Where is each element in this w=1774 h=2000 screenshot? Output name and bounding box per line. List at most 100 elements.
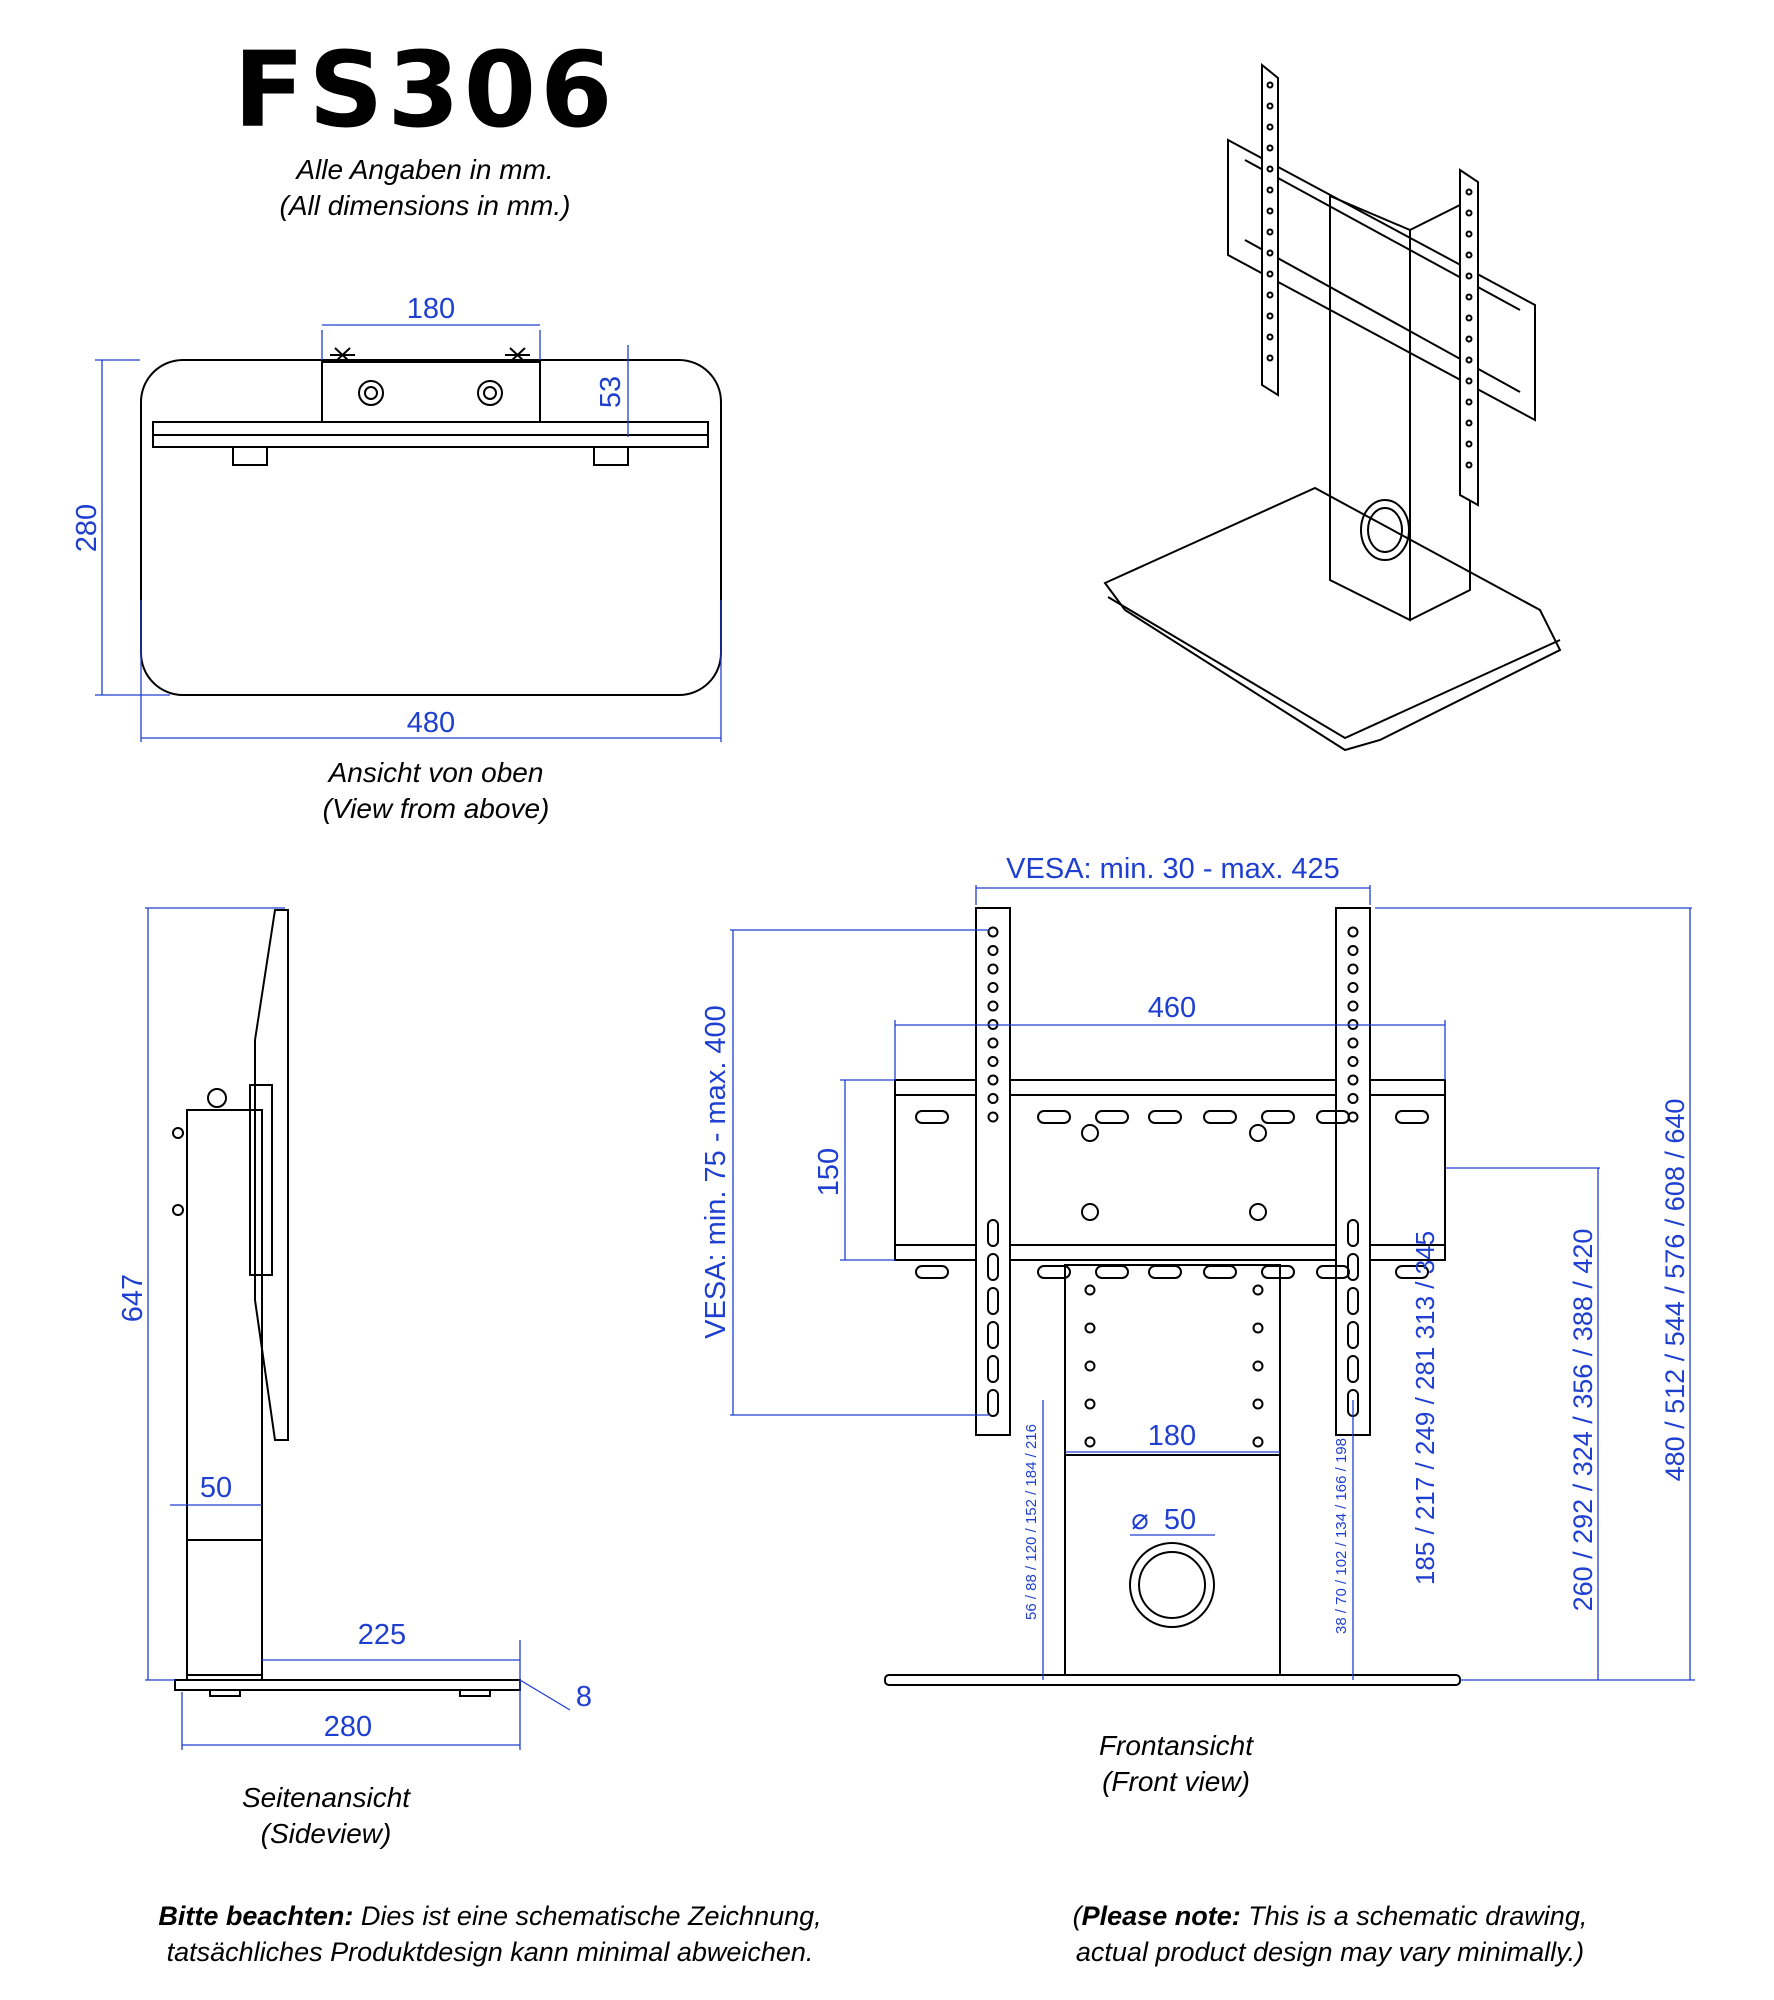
rail-hole [1347, 945, 1359, 956]
note-english-paren: ( [1072, 1901, 1082, 1931]
note-english-line2: actual product design may vary minimally… [1075, 1937, 1585, 1967]
rail-hole [987, 1111, 999, 1123]
dim-leader-8 [519, 1679, 571, 1711]
caption-front-view: Frontansicht (Front view) [976, 1728, 1376, 1800]
iso-cable-hole [1360, 499, 1410, 561]
bolt-right-inner [483, 386, 497, 400]
note-german-label: Bitte beachten: [158, 1901, 354, 1931]
iso-rail-hole [1266, 333, 1274, 341]
iso-rail-hole [1465, 461, 1473, 469]
bracket-slot [1095, 1110, 1129, 1124]
iso-rail-hole [1465, 377, 1473, 385]
side-knob [207, 1088, 227, 1108]
isometric-view [1103, 62, 1562, 752]
iso-rail-hole [1266, 81, 1274, 89]
bolt-left-inner [364, 386, 378, 400]
column-hole [1084, 1360, 1096, 1372]
iso-rail-holes [1266, 81, 1473, 469]
dim-front-hole: 50 [1164, 1504, 1196, 1536]
dim-heights-left: 56 / 88 / 120 / 152 / 184 / 216 [1023, 1424, 1040, 1620]
dim-top-280: 280 [71, 504, 103, 552]
dim-top-53: 53 [595, 376, 627, 408]
iso-rail-hole [1266, 249, 1274, 257]
iso-base-edge [1107, 596, 1561, 740]
note-german-text: Dies ist eine schematische Zeichnung, [360, 1901, 822, 1931]
front-bracket [894, 1079, 1446, 1261]
front-column [1064, 1264, 1281, 1676]
rail-slot [987, 1389, 999, 1417]
bracket-slot [1037, 1265, 1071, 1279]
iso-rail-hole [1266, 207, 1274, 215]
units-note-de: Alle Angaben in mm. [296, 154, 554, 185]
rail-slot [987, 1219, 999, 1247]
side-view: 647 50 225 280 8 [117, 907, 592, 1750]
column-hole [1252, 1398, 1264, 1410]
dim-vesa-v: VESA: min. 75 - max. 400 [700, 1005, 732, 1339]
rail-hole [1347, 1037, 1359, 1049]
iso-rail-hole [1266, 270, 1274, 278]
rail-hole [987, 926, 999, 938]
front-cable-ring [1129, 1542, 1215, 1628]
rail-hole [1347, 1074, 1359, 1086]
rail-slot [1347, 1219, 1359, 1247]
rail-slot [1347, 1321, 1359, 1349]
iso-rail-hole [1266, 354, 1274, 362]
rail-hole [1347, 1000, 1359, 1012]
dim-top-480: 480 [407, 707, 455, 739]
iso-base [1103, 486, 1562, 752]
caption-top-view: Ansicht von oben (View from above) [236, 755, 636, 827]
iso-rail-hole [1465, 251, 1473, 259]
units-note: Alle Angaben in mm. (All dimensions in m… [0, 152, 850, 224]
rail-hole [987, 1074, 999, 1086]
front-view: VESA: min. 30 - max. 425 460 150 VESA: m… [700, 853, 1695, 1686]
dim-front-180: 180 [1148, 1420, 1196, 1452]
caption-top-view-de: Ansicht von oben [328, 757, 544, 788]
bracket-slot [1316, 1265, 1350, 1279]
iso-rail-hole [1465, 398, 1473, 406]
rail-hole [987, 1037, 999, 1049]
rail-slot [987, 1253, 999, 1281]
bracket-screw [1081, 1203, 1099, 1221]
rail-hole [987, 982, 999, 993]
dim-side-50: 50 [200, 1472, 232, 1504]
dim-side-8: 8 [576, 1681, 592, 1713]
side-foot-right [459, 1689, 491, 1697]
bracket-slot [1203, 1110, 1237, 1124]
bracket-slot [1395, 1110, 1429, 1124]
dim-heights-mid: 185 / 217 / 249 / 281 313 / 345 [1410, 1231, 1440, 1585]
front-cable-hole [1138, 1551, 1206, 1619]
rail-slot [987, 1355, 999, 1383]
top-view: 180 280 480 53 [71, 293, 722, 742]
front-base [884, 1674, 1461, 1686]
dim-heights-right-small: 38 / 70 / 102 / 134 / 166 / 198 [1333, 1438, 1350, 1634]
caption-side-view-en: (Sideview) [260, 1818, 392, 1849]
iso-rail-hole [1266, 228, 1274, 236]
rail-hole [1347, 1093, 1359, 1104]
dim-top-180: 180 [407, 293, 455, 325]
hook-left [232, 447, 268, 466]
iso-rail-hole [1465, 230, 1473, 238]
column-hole [1084, 1322, 1096, 1334]
iso-rail-hole [1465, 293, 1473, 301]
iso-rail-hole [1465, 314, 1473, 322]
rail-hole [987, 963, 999, 975]
column-hole [1084, 1398, 1096, 1410]
iso-rail-hole [1465, 356, 1473, 364]
units-note-en: (All dimensions in mm.) [279, 190, 571, 221]
side-column-lower [186, 1539, 263, 1676]
column-hole [1252, 1436, 1264, 1448]
hook-right [593, 447, 629, 466]
iso-rail-hole [1465, 335, 1473, 343]
note-german: Bitte beachten: Dies ist eine schematisc… [60, 1898, 920, 1970]
bracket-slot [1148, 1265, 1182, 1279]
rail-slot [987, 1321, 999, 1349]
iso-rail-hole [1465, 209, 1473, 217]
bracket-slot [1395, 1265, 1429, 1279]
rail-hole [1347, 1056, 1359, 1067]
bracket-screw [1249, 1203, 1267, 1221]
column-holes [1084, 1284, 1264, 1448]
side-bolt-lower [172, 1204, 184, 1216]
bracket-screw [1249, 1124, 1267, 1142]
note-english-label: Please note: [1081, 1901, 1241, 1931]
